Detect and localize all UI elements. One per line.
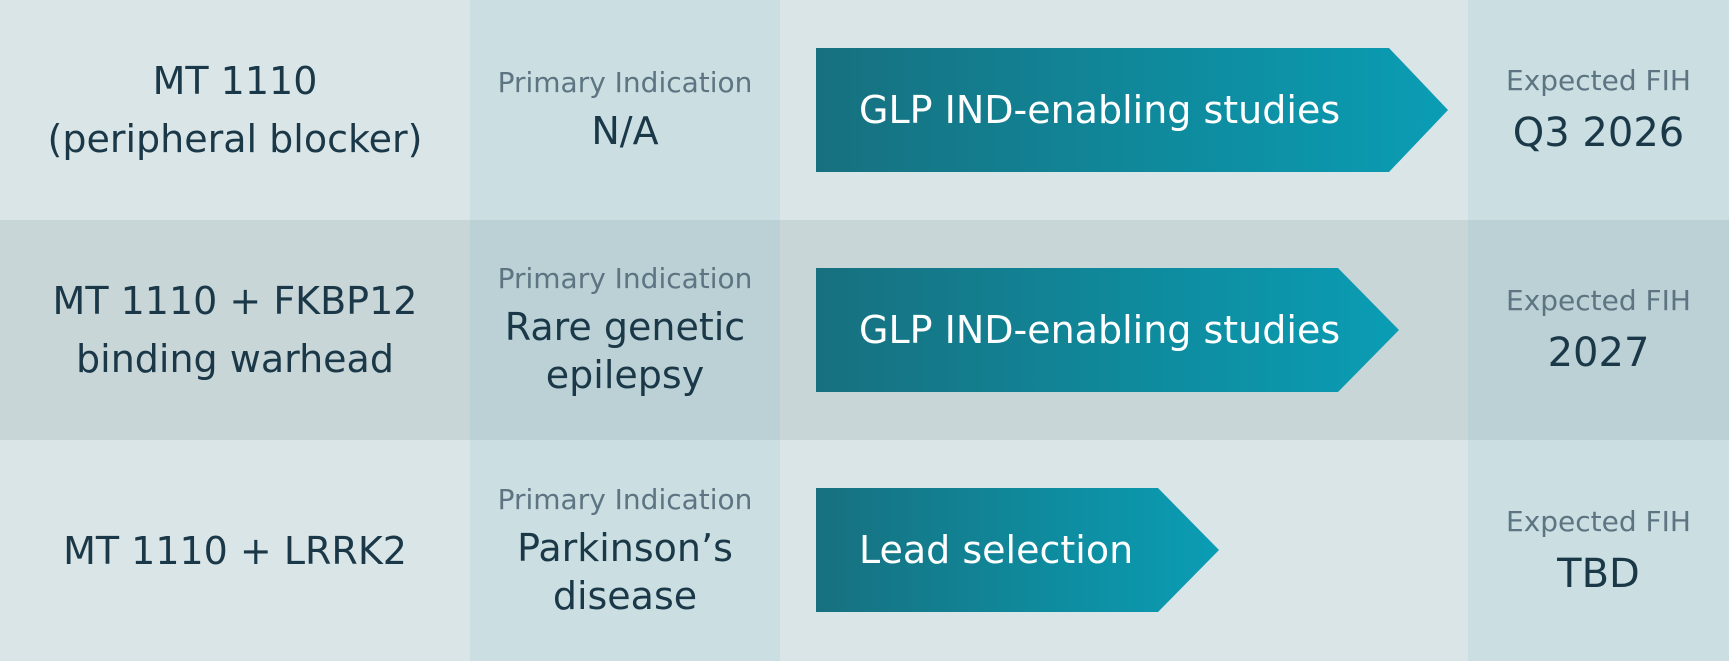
indication-cell: Primary Indication Rare genetic epilepsy (470, 220, 780, 440)
indication-label: Primary Indication (497, 66, 753, 99)
stage-arrow: GLP IND-enabling studies (816, 48, 1448, 172)
pipeline-row-lrrk2: MT 1110 + LRRK2 Primary Indication Parki… (0, 440, 1729, 661)
stage-arrow: Lead selection (816, 488, 1219, 612)
fih-cell: Expected FIH TBD (1468, 440, 1729, 661)
program-cell: MT 1110 + FKBP12 binding warhead (0, 220, 470, 440)
stage-label: GLP IND-enabling studies (859, 88, 1341, 132)
indication-cell: Primary Indication N/A (470, 0, 780, 220)
indication-value: Rare genetic epilepsy (504, 305, 746, 397)
program-name: MT 1110 (peripheral blocker) (47, 59, 423, 161)
fih-value: 2027 (1547, 330, 1650, 376)
program-name: MT 1110 + FKBP12 binding warhead (52, 279, 418, 381)
fih-cell: Expected FIH 2027 (1468, 220, 1729, 440)
indication-label: Primary Indication (497, 482, 753, 516)
indication-label: Primary Indication (497, 262, 753, 295)
stage-arrow: GLP IND-enabling studies (816, 268, 1399, 392)
stage-cell: GLP IND-enabling studies (780, 220, 1468, 440)
indication-value: Parkinson’s disease (517, 525, 733, 618)
stage-label: GLP IND-enabling studies (859, 308, 1341, 352)
fih-cell: Expected FIH Q3 2026 (1468, 0, 1729, 220)
program-name: MT 1110 + LRRK2 (63, 528, 407, 573)
fih-label: Expected FIH (1506, 504, 1691, 538)
stage-cell: GLP IND-enabling studies (780, 0, 1468, 220)
fih-value: TBD (1557, 550, 1640, 597)
pipeline-row-fkbp12: MT 1110 + FKBP12 binding warhead Primary… (0, 220, 1729, 440)
fih-label: Expected FIH (1506, 64, 1691, 97)
indication-value: N/A (591, 109, 659, 153)
fih-label: Expected FIH (1506, 284, 1691, 317)
fih-value: Q3 2026 (1512, 110, 1685, 156)
program-cell: MT 1110 + LRRK2 (0, 440, 470, 661)
pipeline-row-peripheral-blocker: MT 1110 (peripheral blocker) Primary Ind… (0, 0, 1729, 220)
stage-label: Lead selection (859, 528, 1134, 572)
indication-cell: Primary Indication Parkinson’s disease (470, 440, 780, 661)
stage-cell: Lead selection (780, 440, 1468, 661)
program-cell: MT 1110 (peripheral blocker) (0, 0, 470, 220)
